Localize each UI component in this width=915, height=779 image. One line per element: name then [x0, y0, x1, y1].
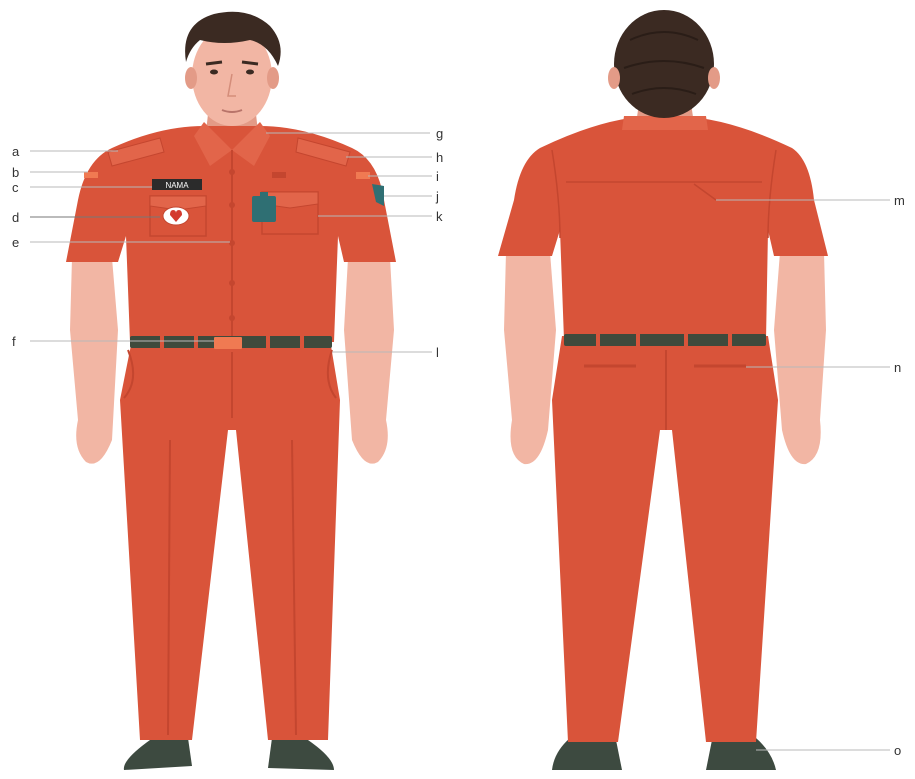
back-belt-loop-4 [728, 332, 732, 348]
callout-o: o [894, 743, 901, 758]
belt-loop-1 [160, 334, 164, 350]
callout-e: e [12, 235, 19, 250]
front-right-ear [267, 67, 279, 89]
front-left-eye [210, 70, 218, 75]
back-left-arm [504, 252, 556, 464]
front-figure: NAMA [66, 12, 396, 770]
back-left-shoe [552, 738, 622, 770]
shirt-button-1 [229, 169, 235, 175]
shirt-button-4 [229, 280, 235, 286]
front-right-eye [246, 70, 254, 75]
belt-loop-2 [194, 334, 198, 350]
shirt-button-5 [229, 315, 235, 321]
callout-f: f [12, 334, 16, 349]
back-belt [564, 334, 766, 346]
chest-flag [272, 172, 286, 178]
callout-h: h [436, 150, 443, 165]
front-left-shoe [124, 738, 192, 770]
front-right-eyebrow [242, 62, 258, 64]
back-right-shoe [706, 738, 776, 770]
back-belt-loop-1 [596, 332, 600, 348]
pocket-badge [252, 196, 276, 222]
front-right-shoe [268, 738, 334, 770]
belt-buckle [214, 337, 242, 349]
back-left-ear [608, 67, 620, 89]
callout-b: b [12, 165, 19, 180]
callout-j: j [435, 189, 439, 204]
back-belt-loop-3 [684, 332, 688, 348]
front-right-arm [344, 258, 394, 464]
callout-c: c [12, 180, 19, 195]
callout-n: n [894, 360, 901, 375]
callout-i: i [436, 169, 439, 184]
front-trousers [120, 340, 340, 740]
name-tag-text: NAMA [165, 181, 189, 190]
callout-l: l [436, 345, 439, 360]
callout-a: a [12, 144, 20, 159]
back-collar [622, 116, 708, 130]
back-figure [498, 10, 828, 770]
back-right-ear [708, 67, 720, 89]
callout-d: d [12, 210, 19, 225]
callout-k: k [436, 209, 443, 224]
callout-g: g [436, 126, 443, 141]
sleeve-stripe [84, 172, 98, 178]
front-left-ear [185, 67, 197, 89]
front-left-arm [70, 258, 118, 464]
callout-m: m [894, 193, 905, 208]
shirt-button-2 [229, 202, 235, 208]
pocket-badge-clip [260, 192, 268, 198]
belt-loop-3 [266, 334, 270, 350]
belt-loop-4 [300, 334, 304, 350]
back-belt-loop-2 [636, 332, 640, 348]
shirt-button-3 [229, 240, 235, 246]
front-left-eyebrow [206, 62, 222, 64]
back-head [614, 10, 714, 118]
back-right-arm [774, 252, 826, 464]
flag-badge [356, 172, 370, 179]
